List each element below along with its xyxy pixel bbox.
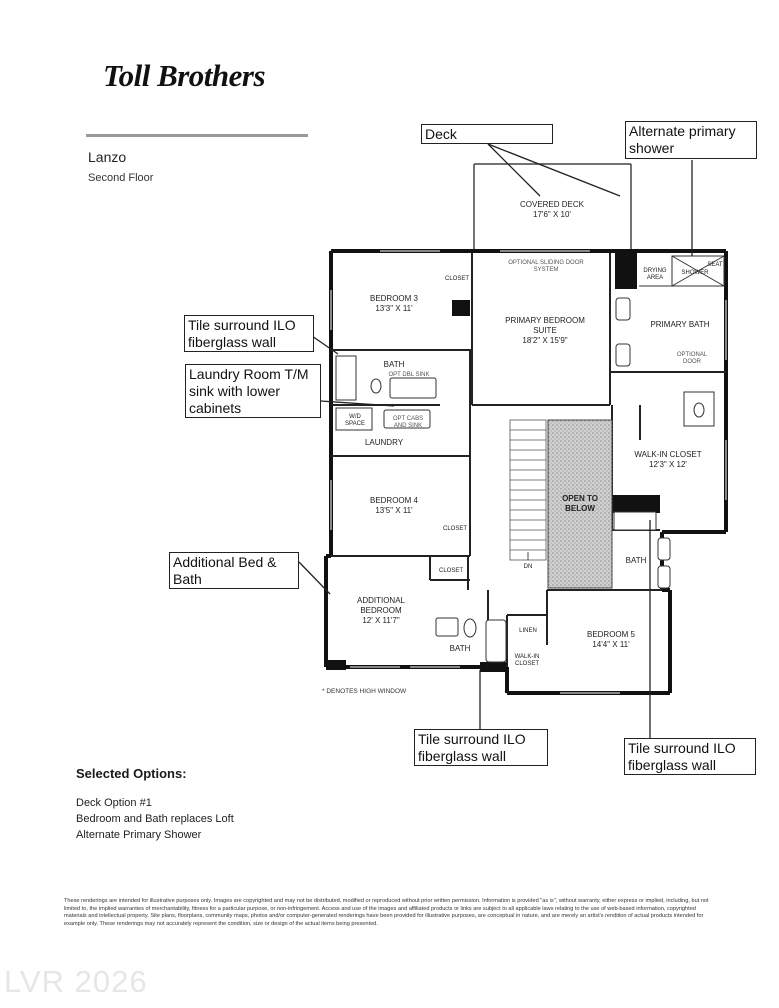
plan-floor: Second Floor [88, 172, 154, 184]
bedroom4-label: BEDROOM 4 13'5" X 11' [356, 496, 432, 516]
stairs [509, 419, 547, 561]
bedroom5-size: 14'4" X 11' [592, 640, 630, 649]
primary-suite-label: PRIMARY BEDROOM SUITE 18'2" X 15'9" [496, 316, 594, 346]
opt-sink-label: OPT DBL SINK [388, 372, 430, 378]
tile-surround-bottom-right-callout: Tile surround ILO fiberglass wall [624, 738, 756, 775]
fixtures [335, 297, 715, 663]
covered-deck-size: 17'6" X 10' [533, 210, 571, 219]
wall-blocks [326, 253, 660, 672]
bath-top-label: BATH [383, 360, 405, 369]
open-to-below-label: OPEN TO BELOW [562, 494, 598, 513]
covered-deck-outline [473, 163, 632, 252]
closet-b3-label: CLOSET [444, 276, 469, 282]
alternate-shower-callout: Alternate primary shower [625, 121, 757, 159]
primary-suite-name: PRIMARY BEDROOM SUITE [505, 316, 585, 335]
linen-label: LINEN [519, 628, 537, 634]
optional-door-label: OPTIONAL DOOR [676, 352, 708, 365]
deck-callout: Deck [421, 124, 553, 144]
walk-in-closet-label: WALK-IN CLOSET 12'3" X 12' [622, 450, 714, 470]
shower-label: SHOWER [681, 270, 709, 276]
bedroom5-name: BEDROOM 5 [586, 630, 635, 639]
open-to-below-area [547, 419, 613, 589]
closet-b4-label: CLOSET [442, 526, 467, 532]
wd-space-label: W/D SPACE [345, 414, 365, 427]
bath-right-label: BATH [625, 556, 647, 565]
opt-cabs-label: OPT CABS AND SINK [392, 416, 424, 429]
callout-leaders [298, 143, 693, 742]
bedroom4-name: BEDROOM 4 [369, 496, 418, 505]
brand-logo: Toll Brothers [103, 58, 266, 93]
covered-deck-name: COVERED DECK [519, 200, 584, 209]
walk-in-closet-name: WALK-IN CLOSET [634, 450, 702, 459]
tile-surround-bottom-left-callout: Tile surround ILO fiberglass wall [414, 729, 548, 766]
bedroom3-label: BEDROOM 3 13'3" X 11' [356, 294, 432, 314]
primary-suite-size: 18'2" X 15'9" [522, 336, 568, 345]
high-window-note-text: DENOTES HIGH WINDOW [326, 688, 407, 695]
additional-bedroom-name: ADDITIONAL BEDROOM [356, 596, 405, 615]
selected-options-title: Selected Options: [76, 766, 187, 781]
laundry-sink-callout: Laundry Room T/M sink with lower cabinet… [185, 364, 321, 418]
laundry-label: LAUNDRY [364, 438, 404, 447]
option-item: Alternate Primary Shower [76, 829, 202, 841]
sliding-door-label: OPTIONAL SLIDING DOOR SYSTEM [508, 260, 584, 273]
additional-bed-bath-callout: Additional Bed & Bath [169, 552, 299, 589]
seat-label: SEAT [707, 262, 723, 268]
bedroom3-name: BEDROOM 3 [369, 294, 418, 303]
additional-bedroom-size: 12' X 11'7" [362, 616, 400, 625]
plan-name: Lanzo [88, 149, 127, 165]
bedroom5-label: BEDROOM 5 14'4" X 11' [576, 630, 646, 650]
watermark: LVR 2026 [4, 964, 148, 999]
bedroom4-size: 13'5" X 11' [375, 506, 413, 515]
tile-surround-top-callout: Tile surround ILO fiberglass wall [184, 315, 314, 352]
header-divider [86, 134, 308, 137]
bath-bottom-label: BATH [449, 644, 471, 653]
primary-bath-label: PRIMARY BATH [650, 320, 710, 329]
bedroom3-size: 13'3" X 11' [375, 304, 413, 313]
option-item: Bedroom and Bath replaces Loft [76, 813, 234, 825]
dn-label: DN [523, 564, 533, 570]
disclaimer-text: These renderings are intended for illust… [64, 898, 709, 927]
shower-area [639, 255, 725, 287]
high-window-note: * DENOTES HIGH WINDOW [322, 688, 407, 695]
covered-deck-label: COVERED DECK 17'6" X 10' [512, 200, 592, 220]
windows [330, 250, 727, 694]
additional-bedroom-label: ADDITIONAL BEDROOM 12' X 11'7" [350, 596, 412, 626]
walkin-closet-small-label: WALK-IN CLOSET [514, 654, 540, 667]
walk-in-closet-size: 12'3" X 12' [649, 460, 687, 469]
option-item: Deck Option #1 [76, 797, 152, 809]
drying-area-label: DRYING AREA [643, 268, 667, 281]
closet-add-label: CLOSET [438, 568, 463, 574]
